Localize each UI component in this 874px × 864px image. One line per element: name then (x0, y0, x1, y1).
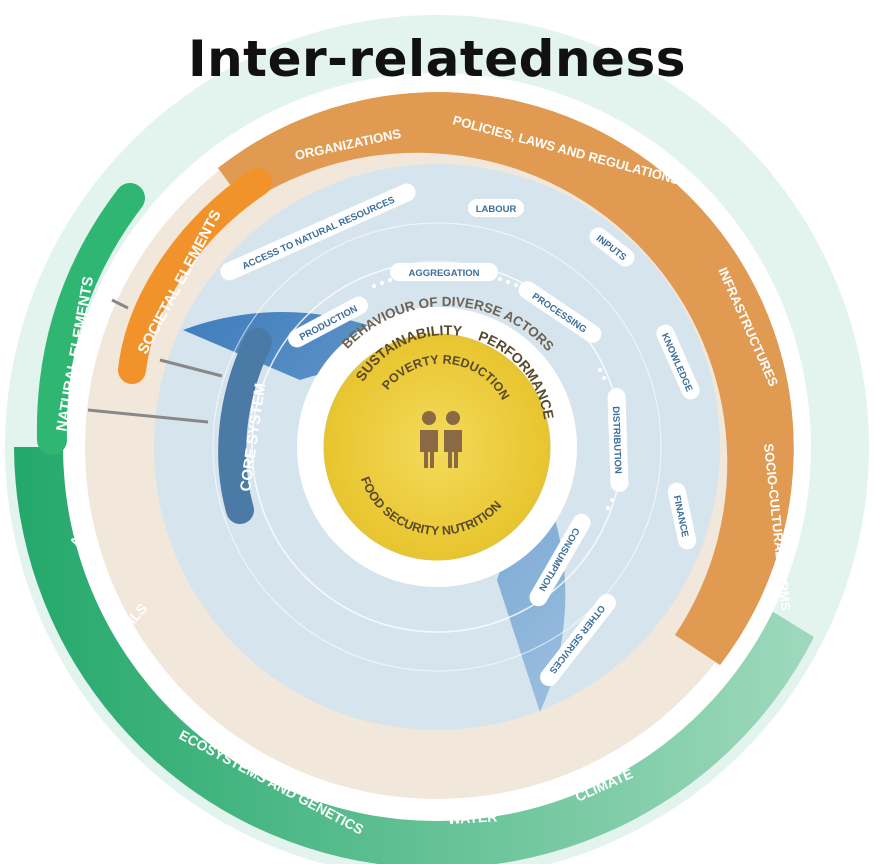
chain-pill-aggregation: AGGREGATION (390, 263, 498, 281)
natural-item-water: WATER (447, 808, 497, 827)
chain-pill-distribution: DISTRIBUTION (607, 388, 629, 492)
svg-text:DISTRIBUTION: DISTRIBUTION (610, 406, 623, 474)
page-title: Inter-relatedness (187, 30, 686, 88)
societal-elements-band-front (218, 92, 794, 666)
svg-text:AGGREGATION: AGGREGATION (408, 268, 479, 279)
svg-text:LABOUR: LABOUR (476, 204, 517, 215)
people-icon (420, 411, 462, 468)
support-pill-labour: LABOUR (468, 199, 524, 217)
double-arrow-icon (87, 298, 223, 424)
support-pill-finance: FINANCE (667, 482, 697, 550)
support-ring (212, 222, 662, 672)
natural-elements-band (14, 447, 814, 864)
